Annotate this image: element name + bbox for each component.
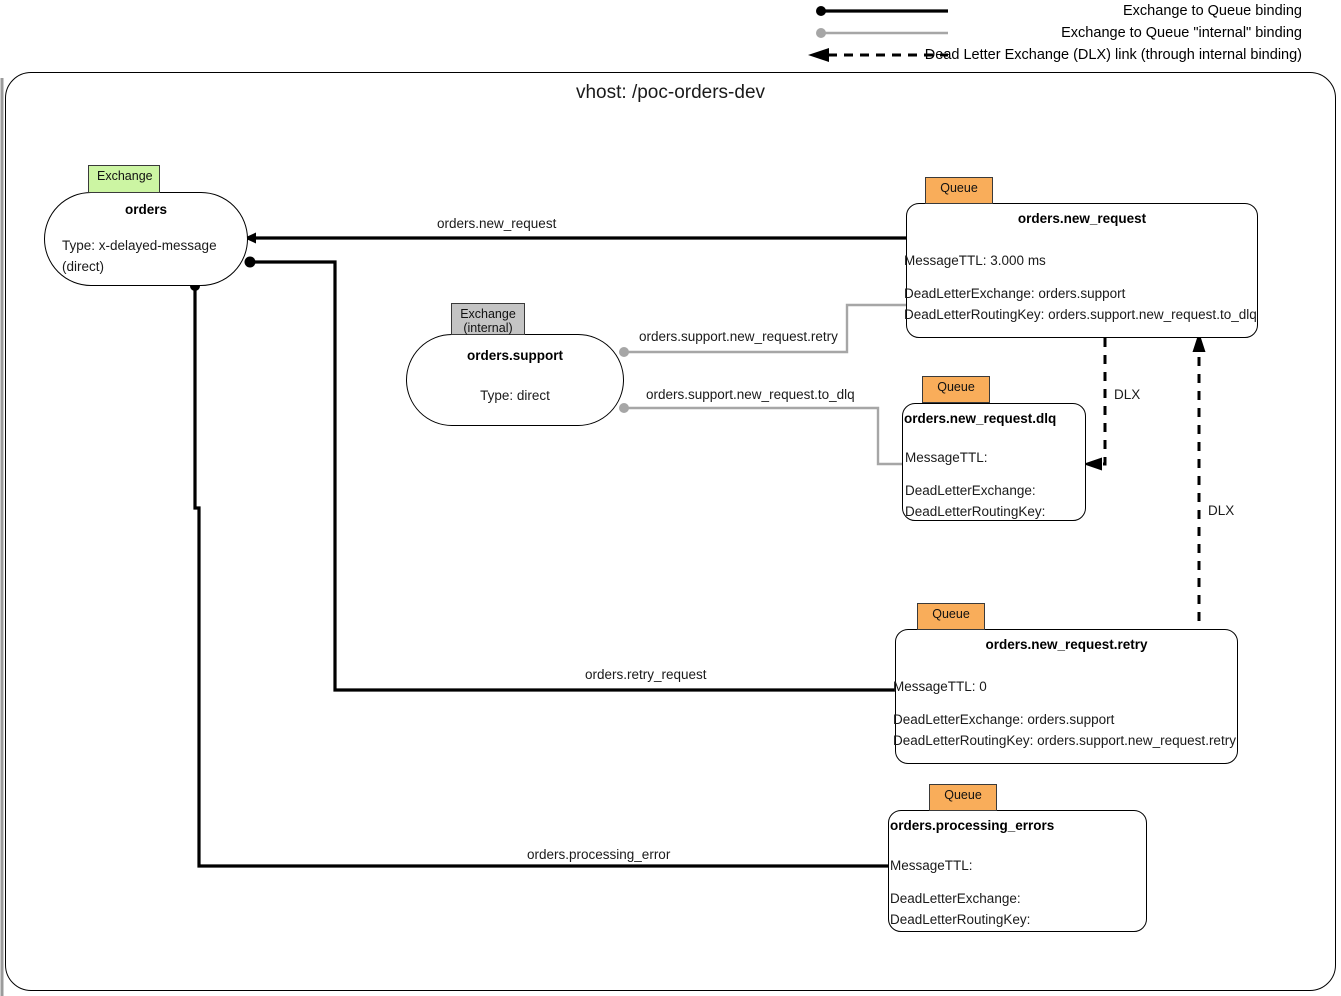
node-queue-new-request-dlrk: DeadLetterRoutingKey: orders.support.new… (904, 306, 1257, 322)
tag-queue-processing-errors: Queue (929, 784, 997, 811)
legend-label-binding: Exchange to Queue binding (1123, 3, 1302, 19)
tag-exchange-orders-support: Exchange (internal) (451, 303, 525, 335)
tag-queue-new-request-retry-label: Queue (932, 607, 970, 621)
tag-queue-new-request-dlq: Queue (922, 376, 990, 403)
node-queue-new-request-retry-ttl: MessageTTL: 0 (893, 679, 987, 694)
node-queue-processing-errors-dlx: DeadLetterExchange: (890, 890, 1021, 906)
legend-label-dlx: Dead Letter Exchange (DLX) link (through… (924, 47, 1302, 63)
edge-label-processing-error: orders.processing_error (527, 847, 671, 862)
tag-queue-processing-errors-label: Queue (944, 788, 982, 802)
edge-label-retry-request: orders.retry_request (585, 667, 707, 682)
dlx-label-lower: DLX (1208, 503, 1235, 518)
node-queue-processing-errors-ttl: MessageTTL: (890, 858, 973, 873)
node-exchange-orders-type-line2: (direct) (62, 258, 105, 274)
tag-queue-new-request: Queue (925, 177, 993, 204)
tag-queue-new-request-dlq-label: Queue (937, 380, 975, 394)
node-queue-new-request-dlq-ttl: MessageTTL: (905, 450, 988, 465)
node-queue-new-request-retry-dlx: DeadLetterExchange: orders.support (893, 711, 1115, 727)
node-queue-new-request-dlq-title: orders.new_request.dlq (904, 411, 1057, 426)
legend-label-internal-binding: Exchange to Queue "internal" binding (1061, 25, 1302, 41)
node-queue-processing-errors[interactable]: orders.processing_errors MessageTTL: Dea… (888, 810, 1147, 932)
tag-queue-new-request-retry: Queue (917, 603, 985, 630)
legend: Exchange to Queue binding Exchange to Qu… (812, 0, 1302, 66)
vhost-container (5, 72, 1336, 991)
tag-queue-new-request-label: Queue (940, 181, 978, 195)
node-queue-new-request-title: orders.new_request (1017, 211, 1147, 226)
edge-label-support-to-dlq: orders.support.new_request.to_dlq (646, 387, 855, 402)
tag-exchange-orders-label: Exchange (97, 169, 153, 183)
tag-exchange-orders-support-label-1: Exchange (460, 307, 516, 321)
dlx-label-upper: DLX (1114, 387, 1141, 402)
node-exchange-orders[interactable]: orders Type: x-delayed-message (direct) (44, 192, 248, 286)
node-queue-new-request-dlq-dlx: DeadLetterExchange: (905, 482, 1036, 498)
node-queue-new-request-ttl: MessageTTL: 3.000 ms (904, 253, 1046, 268)
node-queue-new-request-retry[interactable]: orders.new_request.retry MessageTTL: 0 D… (893, 629, 1238, 764)
node-exchange-orders-support-type: Type: direct (480, 388, 550, 403)
node-exchange-orders-type-line1: Type: x-delayed-message (62, 238, 217, 253)
node-queue-processing-errors-dlrk: DeadLetterRoutingKey: (890, 911, 1031, 927)
node-queue-new-request-retry-title: orders.new_request.retry (985, 637, 1148, 652)
node-queue-processing-errors-title: orders.processing_errors (890, 818, 1055, 833)
node-queue-new-request-retry-dlrk: DeadLetterRoutingKey: orders.support.new… (893, 732, 1236, 748)
node-queue-new-request[interactable]: orders.new_request MessageTTL: 3.000 ms … (904, 203, 1258, 338)
legend-row-binding: Exchange to Queue binding (812, 0, 1302, 22)
legend-row-internal-binding: Exchange to Queue "internal" binding (812, 22, 1302, 44)
edge-label-new-request: orders.new_request (437, 216, 557, 231)
tag-exchange-orders-support-label-2: (internal) (463, 321, 513, 336)
legend-row-dlx: Dead Letter Exchange (DLX) link (through… (812, 44, 1302, 66)
node-exchange-orders-title: orders (124, 202, 168, 217)
node-queue-new-request-dlx: DeadLetterExchange: orders.support (904, 285, 1126, 301)
node-queue-new-request-dlq-dlrk: DeadLetterRoutingKey: (905, 503, 1046, 519)
node-queue-new-request-dlq[interactable]: orders.new_request.dlq MessageTTL: DeadL… (902, 403, 1086, 521)
node-exchange-orders-support-title: orders.support (466, 348, 563, 363)
node-exchange-orders-support[interactable]: orders.support Type: direct (406, 334, 624, 426)
vhost-title: vhost: /poc-orders-dev (575, 82, 766, 103)
tag-exchange-orders: Exchange (88, 165, 160, 193)
edge-label-support-retry: orders.support.new_request.retry (639, 329, 838, 344)
